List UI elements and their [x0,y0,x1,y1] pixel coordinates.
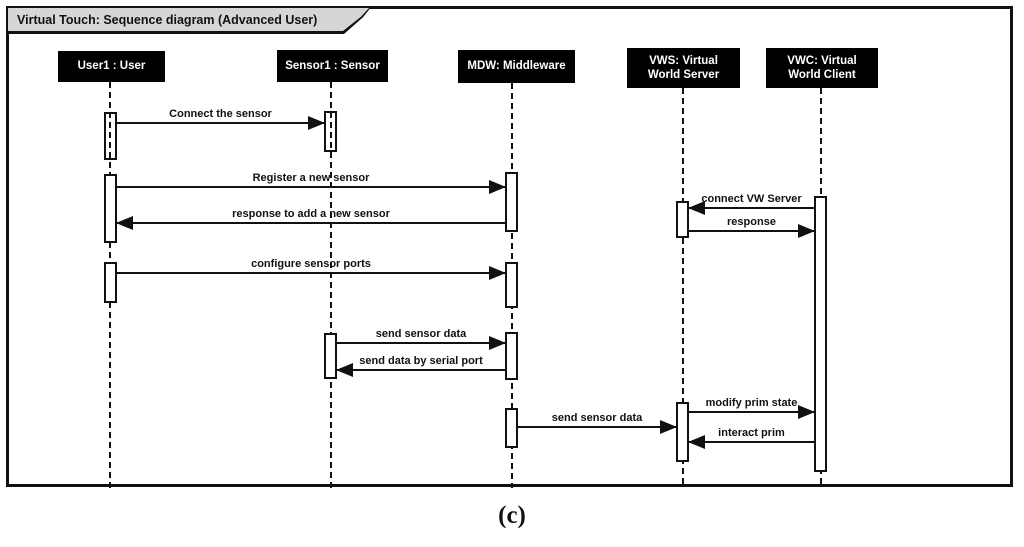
message-response-to-add-a-new-sensor: response to add a new sensor [116,208,505,231]
diagram-title: Virtual Touch: Sequence diagram (Advance… [17,12,318,27]
activation-user-2 [104,174,117,243]
message-send-data-by-serial-port-label: send data by serial port [359,355,483,367]
message-send-sensor-data-2-line [518,426,676,428]
activation-vws-2 [676,402,689,462]
lifeline-header-middleware: MDW: Middleware [458,50,575,83]
message-response-to-add-a-new-sensor-line [117,222,505,224]
diagram-title-tab: Virtual Touch: Sequence diagram (Advance… [6,6,372,34]
arrowhead-left-icon [336,363,353,377]
diagram-title-tab-fill: Virtual Touch: Sequence diagram (Advance… [8,8,369,31]
message-connect-vw-server-line [689,207,814,209]
figure-caption: (c) [498,502,526,529]
activation-vws-1 [676,201,689,238]
message-send-sensor-data-1-line [337,342,505,344]
message-response-label: response [727,216,776,228]
activation-sensor-2 [324,333,337,379]
message-interact-prim-label: interact prim [718,427,785,439]
message-send-sensor-data-2-label: send sensor data [551,412,643,424]
lifeline-header-vwc-label: VWC: Virtual World Client [787,54,857,81]
message-modify-prim-state: modify prim state [689,397,815,420]
message-connect-the-sensor: Connect the sensor [117,108,325,131]
arrowhead-right-icon [660,420,677,434]
arrowhead-right-icon [798,224,815,238]
activation-vwc-1 [814,196,827,472]
message-connect-vw-server-label: connect VW Server [701,193,802,205]
lifeline-header-sensor: Sensor1 : Sensor [277,50,388,82]
arrowhead-right-icon [308,116,325,130]
activation-middleware-4 [505,408,518,448]
arrowhead-right-icon [489,180,506,194]
arrowhead-left-icon [116,216,133,230]
message-response: response [689,216,815,239]
activation-middleware-1 [505,172,518,232]
message-send-data-by-serial-port: send data by serial port [336,355,505,378]
arrowhead-left-icon [688,435,705,449]
message-register-a-new-sensor-line [117,186,505,188]
message-response-line [689,230,814,232]
lifeline-header-vwc: VWC: Virtual World Client [766,48,878,88]
lifeline-header-user: User1 : User [58,51,165,82]
arrowhead-right-icon [489,336,506,350]
message-interact-prim: interact prim [688,427,814,450]
message-configure-sensor-ports: configure sensor ports [117,258,506,281]
activation-user-1 [104,112,117,160]
lifeline-header-user-label: User1 : User [77,60,146,73]
message-register-a-new-sensor-label: Register a new sensor [252,172,370,184]
lifeline-header-vws-label: VWS: Virtual World Server [647,54,720,81]
activation-middleware-3 [505,332,518,380]
activation-middleware-2 [505,262,518,308]
message-response-to-add-a-new-sensor-label: response to add a new sensor [232,208,390,220]
lifeline-vws [682,88,684,488]
lifeline-header-vws: VWS: Virtual World Server [627,48,740,88]
message-send-sensor-data-1-label: send sensor data [375,328,467,340]
message-interact-prim-line [689,441,814,443]
message-send-sensor-data-2: send sensor data [518,412,677,435]
message-connect-vw-server: connect VW Server [688,193,814,216]
arrowhead-right-icon [798,405,815,419]
message-connect-the-sensor-line [117,122,324,124]
lifeline-header-middleware-label: MDW: Middleware [467,60,566,73]
arrowhead-left-icon [688,201,705,215]
message-configure-sensor-ports-line [117,272,505,274]
activation-user-3 [104,262,117,303]
message-configure-sensor-ports-label: configure sensor ports [251,258,371,270]
message-connect-the-sensor-label: Connect the sensor [169,108,272,120]
activation-sensor-1 [324,111,337,152]
message-modify-prim-state-label: modify prim state [705,397,798,409]
arrowhead-right-icon [489,266,506,280]
lifeline-header-sensor-label: Sensor1 : Sensor [285,59,380,72]
lifeline-sensor [330,82,332,488]
message-modify-prim-state-line [689,411,814,413]
message-send-sensor-data-1: send sensor data [337,328,506,351]
message-register-a-new-sensor: Register a new sensor [117,172,506,195]
message-send-data-by-serial-port-line [337,369,505,371]
